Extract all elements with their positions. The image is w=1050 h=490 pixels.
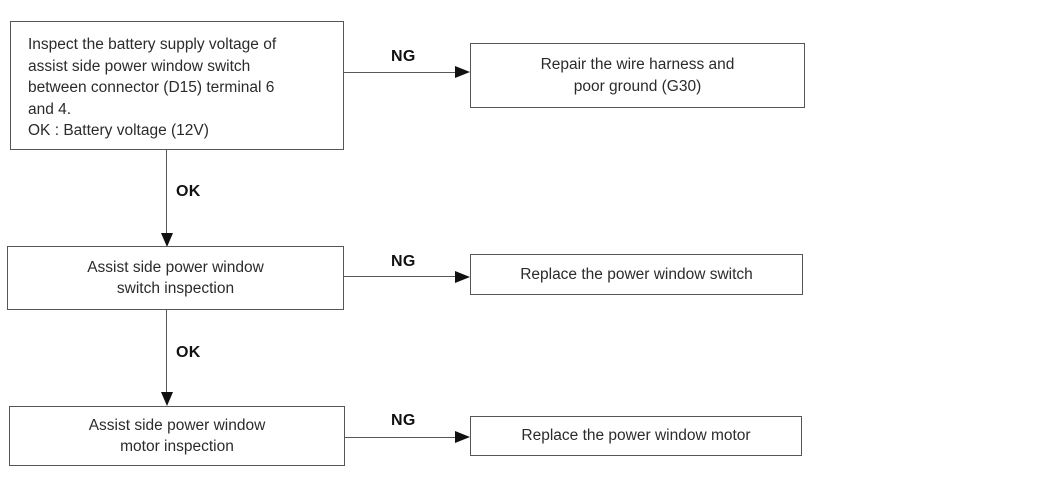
- flow-node-replace-window-motor: Replace the power window motor: [470, 416, 802, 456]
- edge-label-ng-1: NG: [391, 48, 416, 65]
- arrowhead-right-icon: [455, 66, 470, 78]
- connector-line-ok-1: [166, 150, 167, 236]
- flow-node-switch-inspection: Assist side power window switch inspecti…: [7, 246, 344, 310]
- connector-line-ng-3: [345, 436, 456, 438]
- edge-label-ng-3: NG: [391, 412, 416, 429]
- connector-line-ok-2: [166, 310, 167, 395]
- arrowhead-right-icon: [455, 431, 470, 443]
- connector-line-ng-2: [344, 276, 456, 277]
- flow-node-motor-inspection: Assist side power window motor inspectio…: [9, 406, 345, 466]
- edge-label-ok-2: OK: [176, 344, 201, 361]
- edge-label-ok-1: OK: [176, 183, 201, 200]
- flow-node-replace-window-switch: Replace the power window switch: [470, 254, 803, 295]
- arrowhead-right-icon: [455, 270, 470, 283]
- flow-node-repair-wire-harness: Repair the wire harness and poor ground …: [470, 43, 805, 108]
- flow-node-inspect-battery-voltage: Inspect the battery supply voltage of as…: [10, 21, 344, 150]
- edge-label-ng-2: NG: [391, 253, 416, 270]
- connector-line-ng-1: [344, 71, 456, 73]
- arrowhead-down-icon: [160, 392, 173, 406]
- arrowhead-down-icon: [160, 233, 173, 247]
